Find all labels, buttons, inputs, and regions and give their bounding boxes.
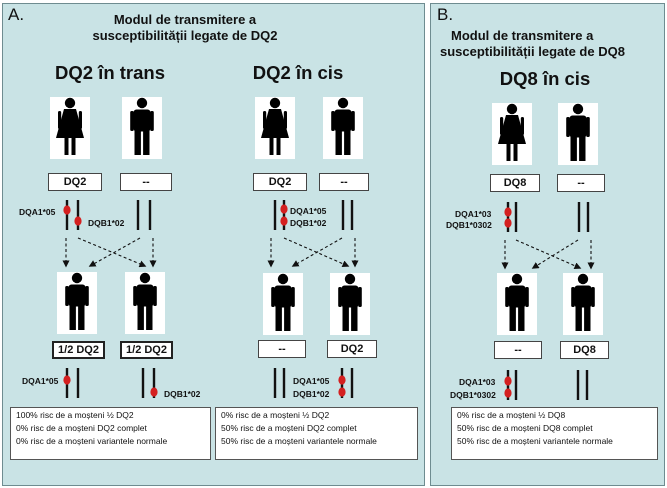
dq8-inheritance-arrows — [501, 239, 595, 270]
dq8-risk-line-1: 0% risc de a moșteni ½ DQ8 — [457, 410, 566, 420]
dq8-risk-line-3: 50% risc de a moșteni variantele normale — [457, 436, 613, 446]
trans-child1-allele-marker — [63, 375, 71, 385]
dq8-child1-allele1-label: DQA1*03 — [459, 377, 496, 387]
panel-a-heading-line2: susceptibilității legate de DQ2 — [92, 28, 278, 43]
dq8-child1-genotype: -- — [494, 341, 542, 359]
trans-mother-genotype: DQ2 — [48, 173, 102, 191]
dq8-father-genotype: -- — [557, 174, 605, 192]
dq8-child2-chromosomes — [576, 370, 589, 400]
trans-child1-figure-icon — [65, 272, 89, 330]
trans-parent-allele1-label: DQA1*05 — [19, 207, 56, 217]
trans-risk-line-3: 0% risc de a moșteni variantele normale — [16, 436, 168, 446]
dq8-child1-figure-icon — [505, 273, 529, 331]
panel-b-heading-line1: Modul de transmitere a — [451, 28, 594, 43]
trans-father-figure-icon — [130, 97, 154, 155]
cis-child2-genotype: DQ2 — [327, 340, 377, 358]
cis-child2-figure-icon — [338, 273, 362, 331]
panel-b-heading: Modul de transmitere a susceptibilității… — [440, 28, 665, 60]
trans-child1-genotype: 1/2 DQ2 — [52, 341, 105, 359]
dq8-child1-allele1-marker — [504, 376, 512, 386]
cis-mother-figure-icon — [261, 97, 289, 155]
trans-mother-allele2-marker — [74, 216, 82, 226]
cis-child1-genotype: -- — [258, 340, 306, 358]
trans-mother-allele1-marker — [63, 205, 71, 215]
dq8-child1-allele2-marker — [504, 388, 512, 398]
dq8-child1-allele2-label: DQB1*0302 — [450, 390, 496, 400]
cis-child1-chromosomes — [273, 368, 286, 398]
dq8-mother-figure-icon — [498, 103, 526, 161]
cis-child2-allele1-label: DQA1*05 — [293, 376, 330, 386]
cis-father-chromosomes — [341, 200, 354, 230]
panel-b — [430, 3, 665, 486]
trans-inheritance-arrows — [62, 237, 157, 268]
cis-inheritance-arrows — [267, 237, 359, 268]
dq8-child2-genotype: DQ8 — [560, 341, 609, 359]
trans-mother-figure-icon — [56, 97, 84, 155]
cis-parent-allele2-label: DQB1*02 — [290, 218, 327, 228]
dq8-risk-box: 0% risc de a moșteni ½ DQ8 50% risc de a… — [451, 407, 658, 460]
dq8-parent-allele2-label: DQB1*0302 — [446, 220, 492, 230]
trans-child2-figure-icon — [133, 272, 157, 330]
cis-mother-chromosomes — [273, 200, 286, 230]
dq8-father-chromosomes — [577, 202, 590, 232]
cis-risk-box: 0% risc de a moșteni ½ DQ2 50% risc de a… — [215, 407, 418, 460]
dq8-child2-figure-icon — [571, 273, 595, 331]
panel-a-letter: A. — [8, 5, 25, 24]
dq8-mother-genotype: DQ8 — [490, 174, 540, 192]
trans-risk-line-2: 0% risc de a moșteni DQ2 complet — [16, 423, 147, 433]
trans-risk-line-1: 100% risc de a moșteni ½ DQ2 — [16, 410, 134, 420]
dq8-risk-line-2: 50% risc de a moșteni DQ8 complet — [457, 423, 593, 433]
cis-risk-line-3: 50% risc de a moșteni variantele normale — [221, 436, 377, 446]
trans-child2-allele-marker — [150, 387, 158, 397]
dq8-mother-allele2-marker — [504, 218, 512, 228]
dq8-parent-allele1-label: DQA1*03 — [455, 209, 492, 219]
cis-mother-genotype: DQ2 — [253, 173, 307, 191]
cis-mother-allele2-marker — [280, 216, 288, 226]
cis-mother-allele1-marker — [280, 204, 288, 214]
cis-parent-allele1-label: DQA1*05 — [290, 206, 327, 216]
trans-child2-allele-label: DQB1*02 — [164, 389, 201, 399]
trans-parent-allele2-label: DQB1*02 — [88, 218, 125, 228]
trans-title: DQ2 în trans — [55, 62, 165, 83]
trans-father-chromosomes — [136, 200, 152, 230]
panel-b-heading-line2: susceptibilității legate de DQ8 — [440, 44, 625, 59]
dq8-father-figure-icon — [566, 103, 590, 161]
cis-child2-allele2-marker — [338, 387, 346, 397]
dq8-mother-allele1-marker — [504, 207, 512, 217]
cis-child1-figure-icon — [271, 273, 295, 331]
trans-child1-allele-label: DQA1*05 — [22, 376, 59, 386]
cis-father-genotype: -- — [319, 173, 369, 191]
trans-father-genotype: -- — [120, 173, 172, 191]
cis-title: DQ2 în cis — [252, 62, 344, 83]
panel-a-heading-line1: Modul de transmitere a — [113, 12, 257, 27]
cis-risk-line-1: 0% risc de a moșteni ½ DQ2 — [221, 410, 330, 420]
cis-risk-line-2: 50% risc de a moșteni DQ2 complet — [221, 423, 357, 433]
cis-child2-allele2-label: DQB1*02 — [293, 389, 330, 399]
trans-risk-box: 100% risc de a moșteni ½ DQ2 0% risc de … — [10, 407, 211, 460]
panel-b-letter: B. — [437, 5, 454, 24]
cis-father-figure-icon — [331, 97, 355, 155]
trans-mother-chromosomes — [65, 200, 80, 230]
trans-child2-genotype: 1/2 DQ2 — [120, 341, 173, 359]
cis-child2-allele1-marker — [338, 375, 346, 385]
dq8-mother-chromosomes — [506, 202, 518, 232]
dq8-title: DQ8 în cis — [499, 68, 591, 89]
panel-a-heading: Modul de transmitere a susceptibilității… — [60, 12, 310, 44]
